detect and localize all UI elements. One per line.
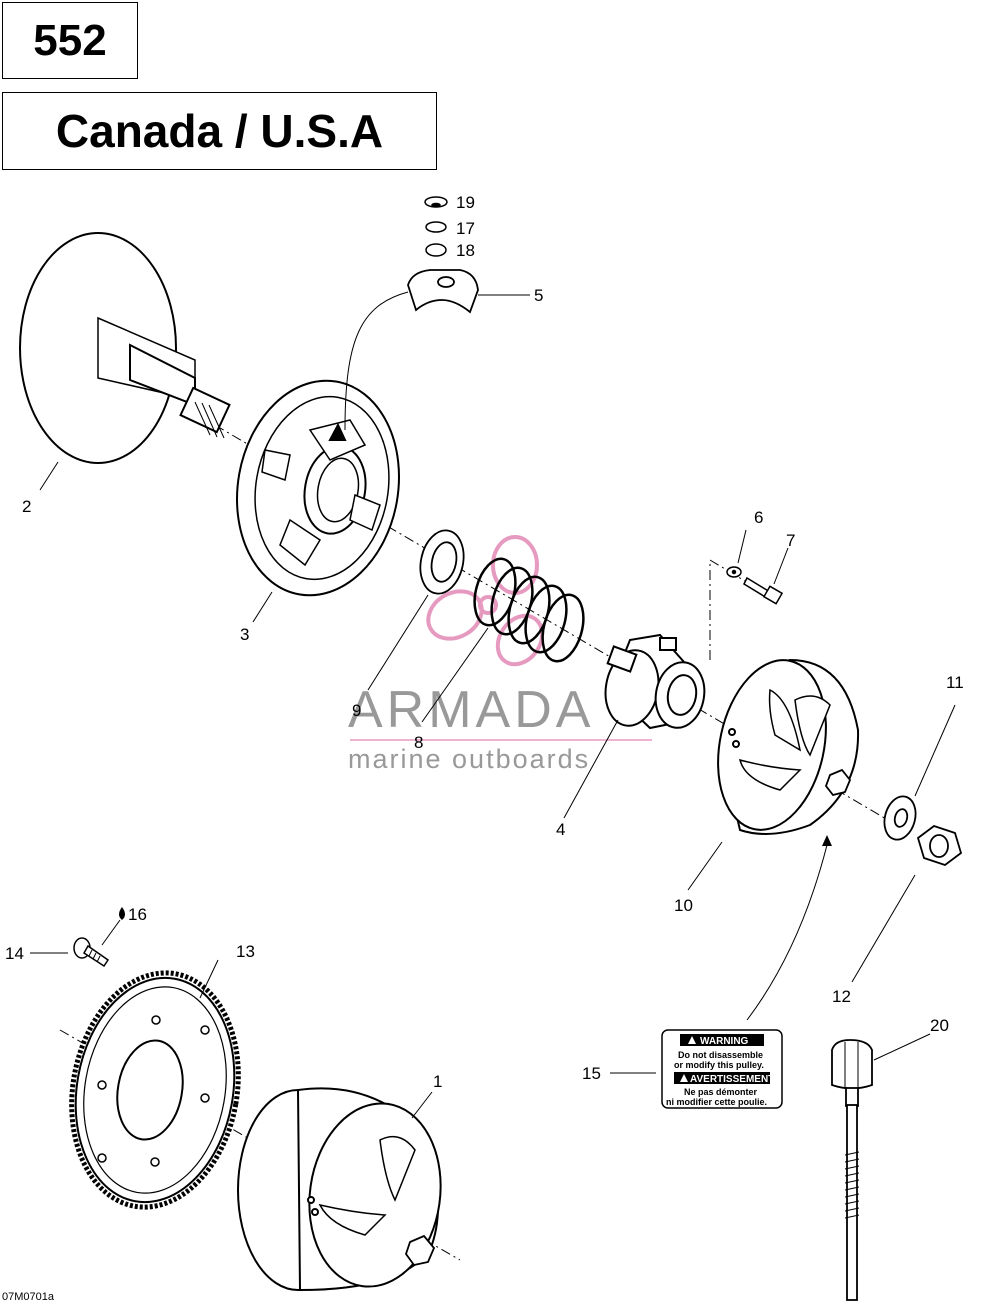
armada-watermark: ARMADA marine outboards <box>348 535 652 774</box>
leader-lines <box>30 294 956 1119</box>
callout-9: 9 <box>352 701 361 720</box>
part-5-position-line <box>344 291 409 431</box>
callout-13: 13 <box>236 942 255 961</box>
callout-20: 20 <box>930 1016 949 1035</box>
part-1-drive-pulley <box>237 1087 442 1292</box>
part-15-warning-label: WARNING Do not disassemble or modify thi… <box>661 1029 783 1109</box>
part-11-washer <box>883 795 917 841</box>
callout-6: 6 <box>754 508 763 527</box>
callout-7: 7 <box>786 531 795 550</box>
callout-labels: 1 2 3 4 5 6 7 8 9 10 11 12 13 14 15 16 1… <box>5 193 964 1091</box>
warning-line1-fr: Ne pas démonter <box>684 1087 758 1097</box>
region-box: Canada / U.S.A <box>2 92 437 170</box>
warning-triangle-fr-icon <box>680 1074 688 1082</box>
callout-19: 19 <box>456 193 475 212</box>
part-10-movable-sheave <box>717 658 860 835</box>
callout-5: 5 <box>534 286 543 305</box>
warning-line2-fr: ni modifier cette poulie. <box>666 1097 767 1107</box>
part-18-disc <box>425 243 447 257</box>
part-20-bolt <box>831 1039 873 1301</box>
part-3-governor-cup <box>236 379 400 597</box>
warning-heading-en: WARNING <box>700 1036 749 1047</box>
part-7-screw <box>743 576 784 605</box>
warning-line2-en: or modify this pulley. <box>674 1060 764 1070</box>
part-9-spring-seat <box>419 529 465 595</box>
warning-heading-fr: AVERTISSEMENT <box>690 1074 774 1085</box>
callout-11: 11 <box>946 673 964 692</box>
part-14-screw <box>73 937 110 968</box>
part-5-slider <box>407 269 479 314</box>
callout-8: 8 <box>414 733 423 752</box>
callout-12: 12 <box>832 987 851 1006</box>
model-number: 552 <box>33 15 107 65</box>
watermark-tagline: marine outboards <box>348 744 590 774</box>
part-8-spring <box>473 557 585 663</box>
part-4-cam <box>604 633 706 730</box>
warning-triangle-icon <box>688 1036 696 1044</box>
label-position-arrow <box>746 835 832 1021</box>
callout-3: 3 <box>240 625 249 644</box>
callout-10: 10 <box>674 896 693 915</box>
part-12-nut <box>916 824 963 867</box>
loctite-drop-icon <box>119 907 125 920</box>
region-title: Canada / U.S.A <box>55 105 384 157</box>
callout-4: 4 <box>556 820 565 839</box>
warning-line1-en: Do not disassemble <box>678 1050 763 1060</box>
model-number-box: 552 <box>2 2 138 79</box>
callout-1: 1 <box>433 1072 442 1091</box>
callout-14: 14 <box>5 944 24 963</box>
callout-17: 17 <box>456 219 475 238</box>
callout-2: 2 <box>22 497 31 516</box>
part-6-washer <box>726 566 742 578</box>
callout-16: 16 <box>128 905 147 924</box>
part-13-ring-gear <box>69 970 241 1210</box>
watermark-brand: ARMADA <box>348 681 594 739</box>
callout-18: 18 <box>456 241 475 260</box>
part-2-fixed-sheave <box>19 232 231 464</box>
callout-15: 15 <box>582 1064 601 1083</box>
part-17-disc <box>425 221 447 233</box>
figure-reference: 07M0701a <box>2 1291 55 1303</box>
small-discs <box>424 196 448 257</box>
